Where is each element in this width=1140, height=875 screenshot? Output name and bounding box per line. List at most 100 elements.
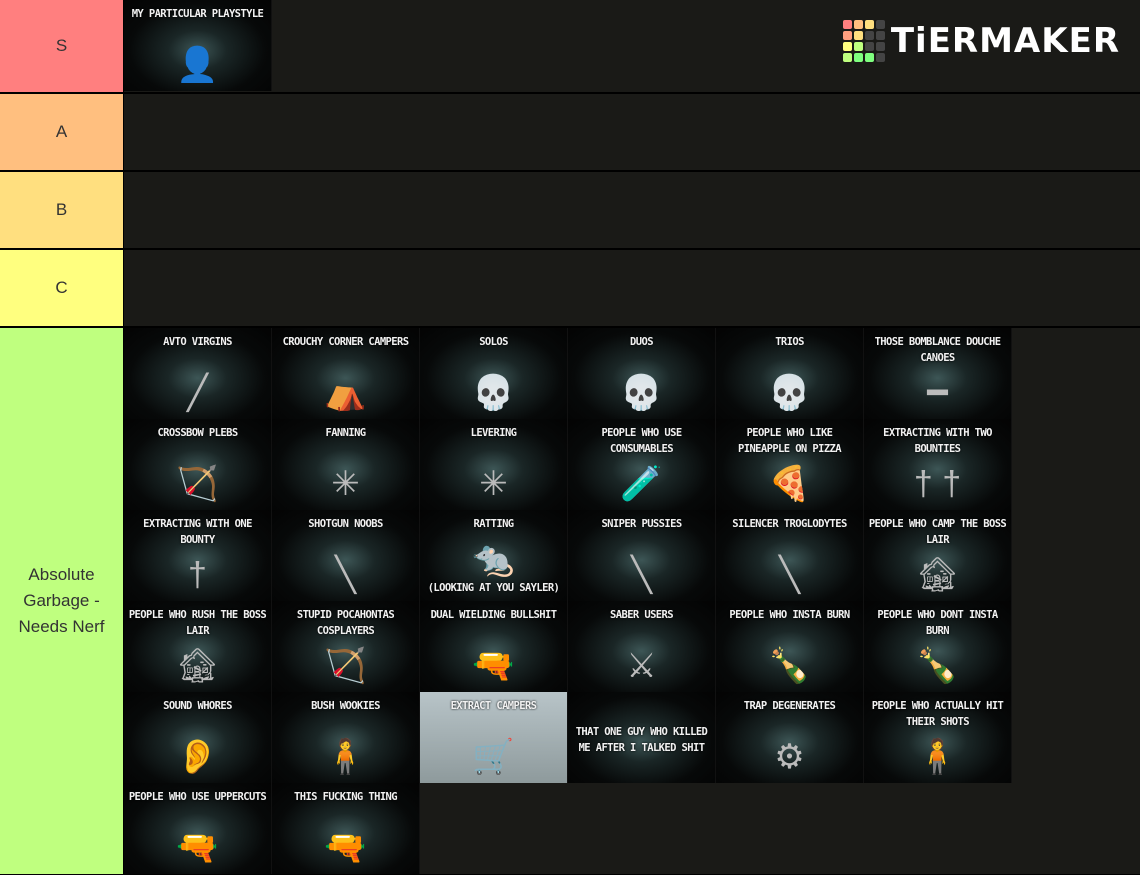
item-caption: Extracting with two bounties xyxy=(883,427,992,455)
tier-items xyxy=(124,94,1014,170)
tent-icon: ⛺ xyxy=(324,374,367,412)
tier-item[interactable]: People who actually hit their shots 🧍 xyxy=(864,692,1012,783)
item-caption: Shotgun Noobs xyxy=(308,518,383,530)
tier-item[interactable]: Extracting with one bounty † xyxy=(124,510,272,601)
bounty-icon: † † xyxy=(913,465,962,503)
item-caption: Trap Degenerates xyxy=(743,700,836,712)
revolver-icon: 🔫 xyxy=(176,829,219,867)
item-caption: Solos xyxy=(479,336,508,348)
tier-item[interactable]: Trap Degenerates ⚙ xyxy=(716,692,864,783)
hunter-icon: 🧍 xyxy=(916,738,959,776)
wagon-icon: 🛒 xyxy=(472,738,515,776)
tier-item[interactable]: People who insta burn 🍾 xyxy=(716,601,864,692)
tier-item[interactable]: Ratting🐀(Looking at you Sayler) xyxy=(420,510,568,601)
tier-item[interactable]: Those Bomblance Douche Canoes ━ xyxy=(864,328,1012,419)
item-caption: People who camp the boss lair xyxy=(868,518,1007,546)
tier-items: Avto Virgins ╱ Crouchy Corner Campers ⛺ Solo… xyxy=(124,328,1014,874)
rifle-icon: ╱ xyxy=(187,374,208,412)
tier-item[interactable]: Dual wielding bullshit 🔫 xyxy=(420,601,568,692)
brain-icon: ✳ xyxy=(479,465,508,503)
item-caption: People who use uppercuts xyxy=(128,791,267,803)
shotgun-icon: ╲ xyxy=(335,556,356,594)
tier-label[interactable]: C xyxy=(0,250,124,326)
skull-icon: 💀 xyxy=(768,374,811,412)
tier-item[interactable]: My particular playstyle👤 xyxy=(124,0,272,91)
item-caption: Dual wielding bullshit xyxy=(430,609,557,621)
tier-item[interactable]: Avto Virgins ╱ xyxy=(124,328,272,419)
item-caption: Silencer Troglodytes xyxy=(732,518,847,530)
tier-item[interactable]: People who like pineapple on pizza 🍕 xyxy=(716,419,864,510)
tier-row-s: SMy particular playstyle👤 xyxy=(0,0,1140,93)
logo-grid-icon xyxy=(842,20,885,62)
tier-label[interactable]: Absolute Garbage - Needs Nerf xyxy=(0,328,124,874)
tier-items xyxy=(124,172,1014,248)
bounty-icon: † xyxy=(188,556,207,594)
item-caption: Extract Campers xyxy=(450,700,537,712)
tier-item[interactable]: Crossbow Plebs 🏹 xyxy=(124,419,272,510)
crossbow-icon: 🏹 xyxy=(176,465,219,503)
tier-item[interactable]: Sniper Pussies╲ xyxy=(568,510,716,601)
item-caption: Sniper Pussies xyxy=(601,518,682,530)
tier-item[interactable]: Extracting with two bounties † † xyxy=(864,419,1012,510)
tier-item[interactable]: Extract Campers 🛒 xyxy=(420,692,568,783)
item-caption: People who actually hit their shots xyxy=(871,700,1004,728)
tier-label[interactable]: S xyxy=(0,0,124,92)
tier-item[interactable]: Saber users ⚔ xyxy=(568,601,716,692)
consumables-icon: 🧪 xyxy=(620,465,663,503)
tier-item[interactable]: Crouchy Corner Campers ⛺ xyxy=(272,328,420,419)
house-icon: 🏚 xyxy=(175,647,220,685)
tier-item[interactable]: Silencer Troglodytes ╲ xyxy=(716,510,864,601)
item-caption: People who like pineapple on pizza xyxy=(738,427,842,455)
item-caption: This fucking thing xyxy=(294,791,398,803)
bottle-icon: 🍾 xyxy=(768,647,811,685)
tier-label[interactable]: A xyxy=(0,94,124,170)
trap-icon: ⚙ xyxy=(774,738,805,776)
tier-items xyxy=(124,250,1014,326)
item-caption: Sound Whores xyxy=(163,700,232,712)
item-caption: Avto Virgins xyxy=(163,336,232,348)
item-caption: Extracting with one bounty xyxy=(143,518,252,546)
item-caption: Those Bomblance Douche Canoes xyxy=(874,336,1001,364)
item-caption: People who rush the boss lair xyxy=(128,609,267,637)
tier-item[interactable]: Levering ✳ xyxy=(420,419,568,510)
bow-icon: 🏹 xyxy=(324,647,367,685)
pizza-icon: 🍕 xyxy=(768,465,811,503)
item-caption: Crouchy Corner Campers xyxy=(282,336,409,348)
tier-item[interactable]: Solos💀 xyxy=(420,328,568,419)
tier-row-c: C xyxy=(0,250,1140,327)
hunter-icon: 🧍 xyxy=(324,738,367,776)
pistols-icon: 🔫 xyxy=(472,647,515,685)
tier-item[interactable]: People who use consumables 🧪 xyxy=(568,419,716,510)
tier-item[interactable]: Sound Whores👂 xyxy=(124,692,272,783)
tier-items: My particular playstyle👤 xyxy=(124,0,1014,92)
tier-item[interactable]: Duos💀 xyxy=(568,328,716,419)
tiermaker-logo: TiERMAKER xyxy=(842,20,1120,62)
tier-item[interactable]: People who rush the boss lair 🏚 xyxy=(124,601,272,692)
item-caption: People who use consumables xyxy=(601,427,682,455)
pistol-icon: 🔫 xyxy=(324,829,367,867)
item-caption: People who insta burn xyxy=(729,609,850,621)
tier-item[interactable]: Fanning✳ xyxy=(272,419,420,510)
tier-item[interactable]: Stupid Pocahontas cosplayers🏹 xyxy=(272,601,420,692)
tier-item[interactable]: People who use uppercuts 🔫 xyxy=(124,783,272,874)
tier-item[interactable]: That one guy who killed me after I talke… xyxy=(568,692,716,783)
skull-icon: 💀 xyxy=(620,374,663,412)
item-caption: Levering xyxy=(470,427,517,439)
item-caption: Crossbow Plebs xyxy=(157,427,238,439)
silencer-rifle-icon: ╲ xyxy=(779,556,800,594)
tier-item[interactable]: Bush Wookies🧍 xyxy=(272,692,420,783)
tier-item[interactable]: Trios💀 xyxy=(716,328,864,419)
tier-item[interactable]: People who dont insta burn🍾 xyxy=(864,601,1012,692)
saber-icon: ⚔ xyxy=(626,647,657,685)
item-subcaption: (Looking at you Sayler) xyxy=(427,582,560,594)
tier-row-a: A xyxy=(0,94,1140,171)
item-caption: My particular playstyle xyxy=(131,8,264,20)
tier-item[interactable]: This fucking thing 🔫 xyxy=(272,783,420,874)
tier-item[interactable]: People who camp the boss lair🏚 xyxy=(864,510,1012,601)
item-caption: Saber users xyxy=(610,609,674,621)
item-caption: People who dont insta burn xyxy=(877,609,998,637)
tier-label[interactable]: B xyxy=(0,172,124,248)
tier-item[interactable]: Shotgun Noobs ╲ xyxy=(272,510,420,601)
lance-icon: ━ xyxy=(927,374,948,412)
item-caption: That one guy who killed me after I talke… xyxy=(575,726,708,754)
